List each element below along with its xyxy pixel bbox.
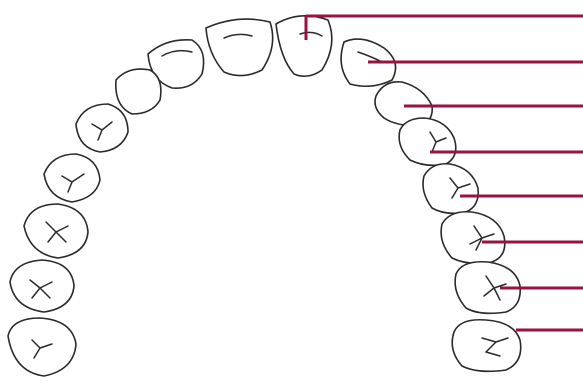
tooth-left-central-incisor xyxy=(206,19,273,75)
tooth-left-first-molar xyxy=(24,204,88,258)
tooth-left-first-premolar xyxy=(76,104,128,152)
tooth-second-premolar xyxy=(423,164,478,214)
tooth-first-molar xyxy=(441,212,505,264)
tooth-left-second-molar xyxy=(10,260,74,312)
tooth-first-premolar xyxy=(399,118,456,165)
tooth-left-second-premolar xyxy=(44,154,100,202)
tooth-central-incisor xyxy=(276,16,332,76)
tooth-left-canine xyxy=(116,69,161,114)
tooth-third-molar xyxy=(452,320,521,372)
tooth-left-third-molar xyxy=(8,318,76,376)
